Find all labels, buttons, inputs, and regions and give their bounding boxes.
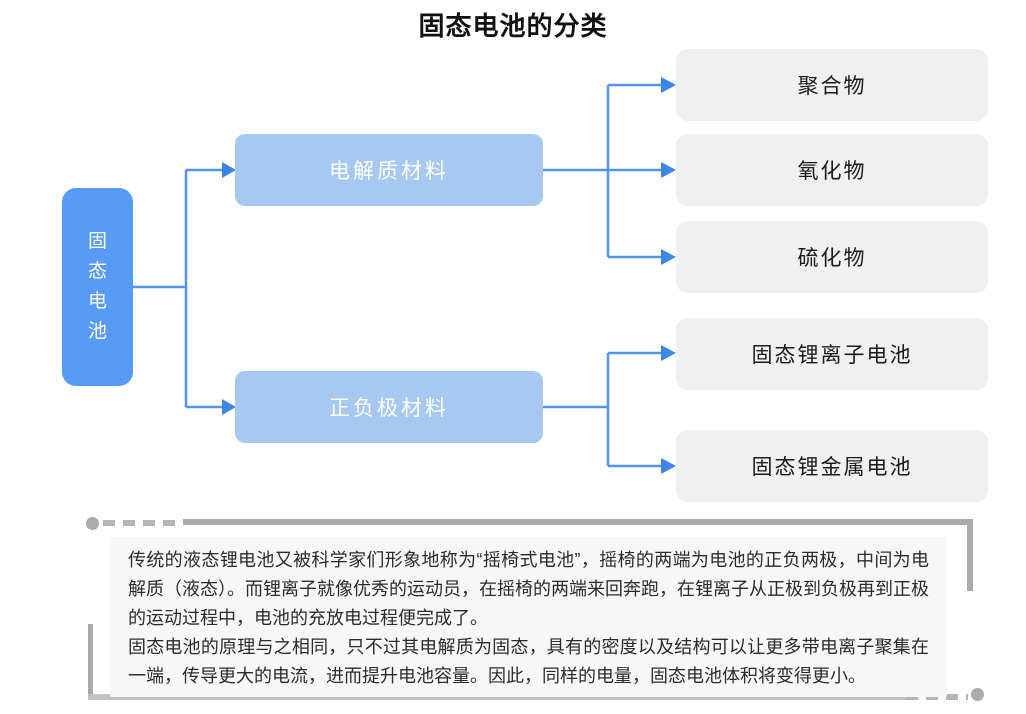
arrowhead-icon: [222, 77, 676, 474]
branch-node-label: 电解质材料: [329, 160, 449, 183]
description-note-box: 传统的液态锂电池又被科学家们形象地称为“摇椅式电池”，摇椅的两端为电池的正负两极…: [110, 537, 947, 697]
branch-node-label: 正负极材料: [329, 397, 449, 420]
decoration-vertical-line-right: [967, 519, 973, 591]
leaf-node-label: 固态锂金属电池: [751, 456, 913, 479]
leaf-node-polymer: 聚合物: [676, 49, 988, 121]
leaf-node-sulfide: 硫化物: [676, 221, 988, 293]
note-paragraph-liquid-battery: 传统的液态锂电池又被科学家们形象地称为“摇椅式电池”，摇椅的两端为电池的正负两极…: [128, 550, 929, 628]
root-node-label: 固态电池: [87, 231, 107, 342]
decoration-dashed-line-top: [103, 520, 183, 526]
decoration-vertical-line-left: [88, 624, 93, 700]
leaf-node-label: 硫化物: [797, 247, 867, 270]
leaf-node-oxide: 氧化物: [676, 134, 988, 206]
connector-lines: [133, 77, 676, 474]
decoration-circle-bottom-right: [971, 688, 984, 701]
leaf-node-label: 氧化物: [797, 160, 867, 183]
decoration-solid-line-bottom: [88, 694, 906, 700]
decoration-solid-line-top: [183, 519, 973, 525]
note-paragraph-solid-battery: 固态电池的原理与之相同，只不过其电解质为固态，具有的密度以及结构可以让更多带电离…: [128, 637, 929, 686]
leaf-node-label: 固态锂离子电池: [751, 344, 913, 367]
leaf-node-solid-state-li-ion-battery: 固态锂离子电池: [676, 318, 988, 390]
branch-node-electrode-materials: 正负极材料: [235, 371, 543, 443]
decoration-dashed-line-bottom: [906, 694, 968, 700]
leaf-node-label: 聚合物: [797, 75, 867, 98]
decoration-circle-top-left: [86, 517, 99, 530]
page-title: 固态电池的分类: [418, 11, 608, 41]
leaf-node-solid-state-li-metal-battery: 固态锂金属电池: [676, 430, 988, 502]
root-node-solid-state-battery: 固态电池: [62, 188, 133, 386]
branch-node-electrolyte-materials: 电解质材料: [235, 134, 543, 206]
